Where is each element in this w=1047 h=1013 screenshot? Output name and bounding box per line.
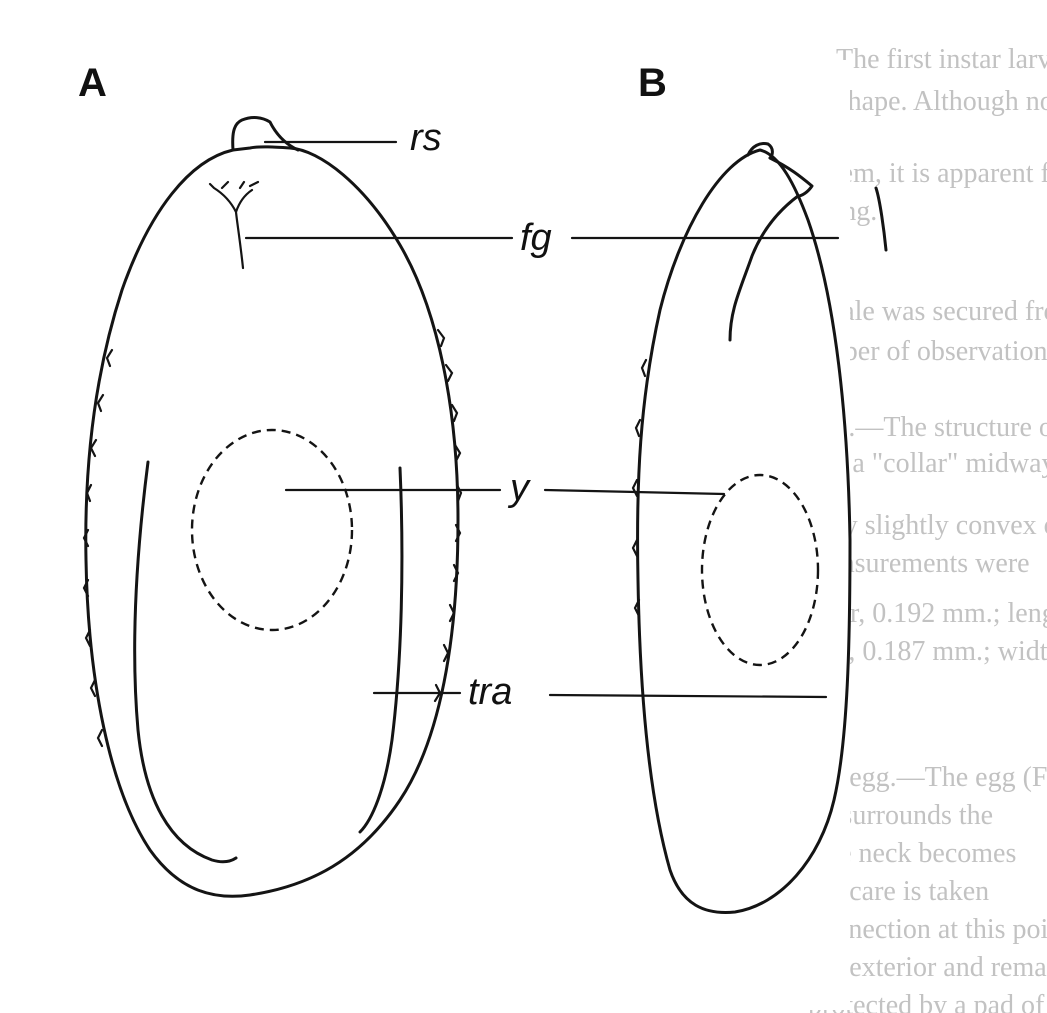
egg-a-left-scallops (82, 348, 114, 748)
egg-b (631, 142, 888, 914)
egg-b-collar-line (728, 156, 814, 342)
egg-a (82, 116, 463, 898)
egg-a-right-scallops (433, 328, 463, 703)
label-y: y (507, 467, 531, 509)
label-tra: tra (468, 671, 512, 713)
panel-label-a: A (78, 61, 107, 105)
label-leaders (244, 140, 840, 699)
egg-a-foregut (208, 180, 260, 270)
egg-a-right-trachea (358, 466, 404, 834)
label-fg: fg (520, 217, 552, 259)
egg-b-inner-line (874, 186, 888, 252)
egg-b-outline (636, 148, 852, 914)
egg-b-left-scallops (631, 358, 648, 618)
leader-tra-right (548, 693, 828, 699)
figure-background (60, 60, 850, 1010)
egg-b-respiratory-stalk (746, 142, 774, 160)
bg-text-line: protected by a pad of (808, 990, 1045, 1013)
egg-a-left-trachea (133, 460, 238, 864)
egg-a-outline (84, 145, 460, 898)
panel-label-b: B (638, 61, 667, 105)
egg-b-yolk (700, 473, 820, 667)
egg-a-respiratory-stalk (231, 116, 300, 152)
leader-y-right (543, 488, 726, 496)
egg-a-yolk (190, 428, 354, 632)
label-rs: rs (410, 117, 442, 159)
